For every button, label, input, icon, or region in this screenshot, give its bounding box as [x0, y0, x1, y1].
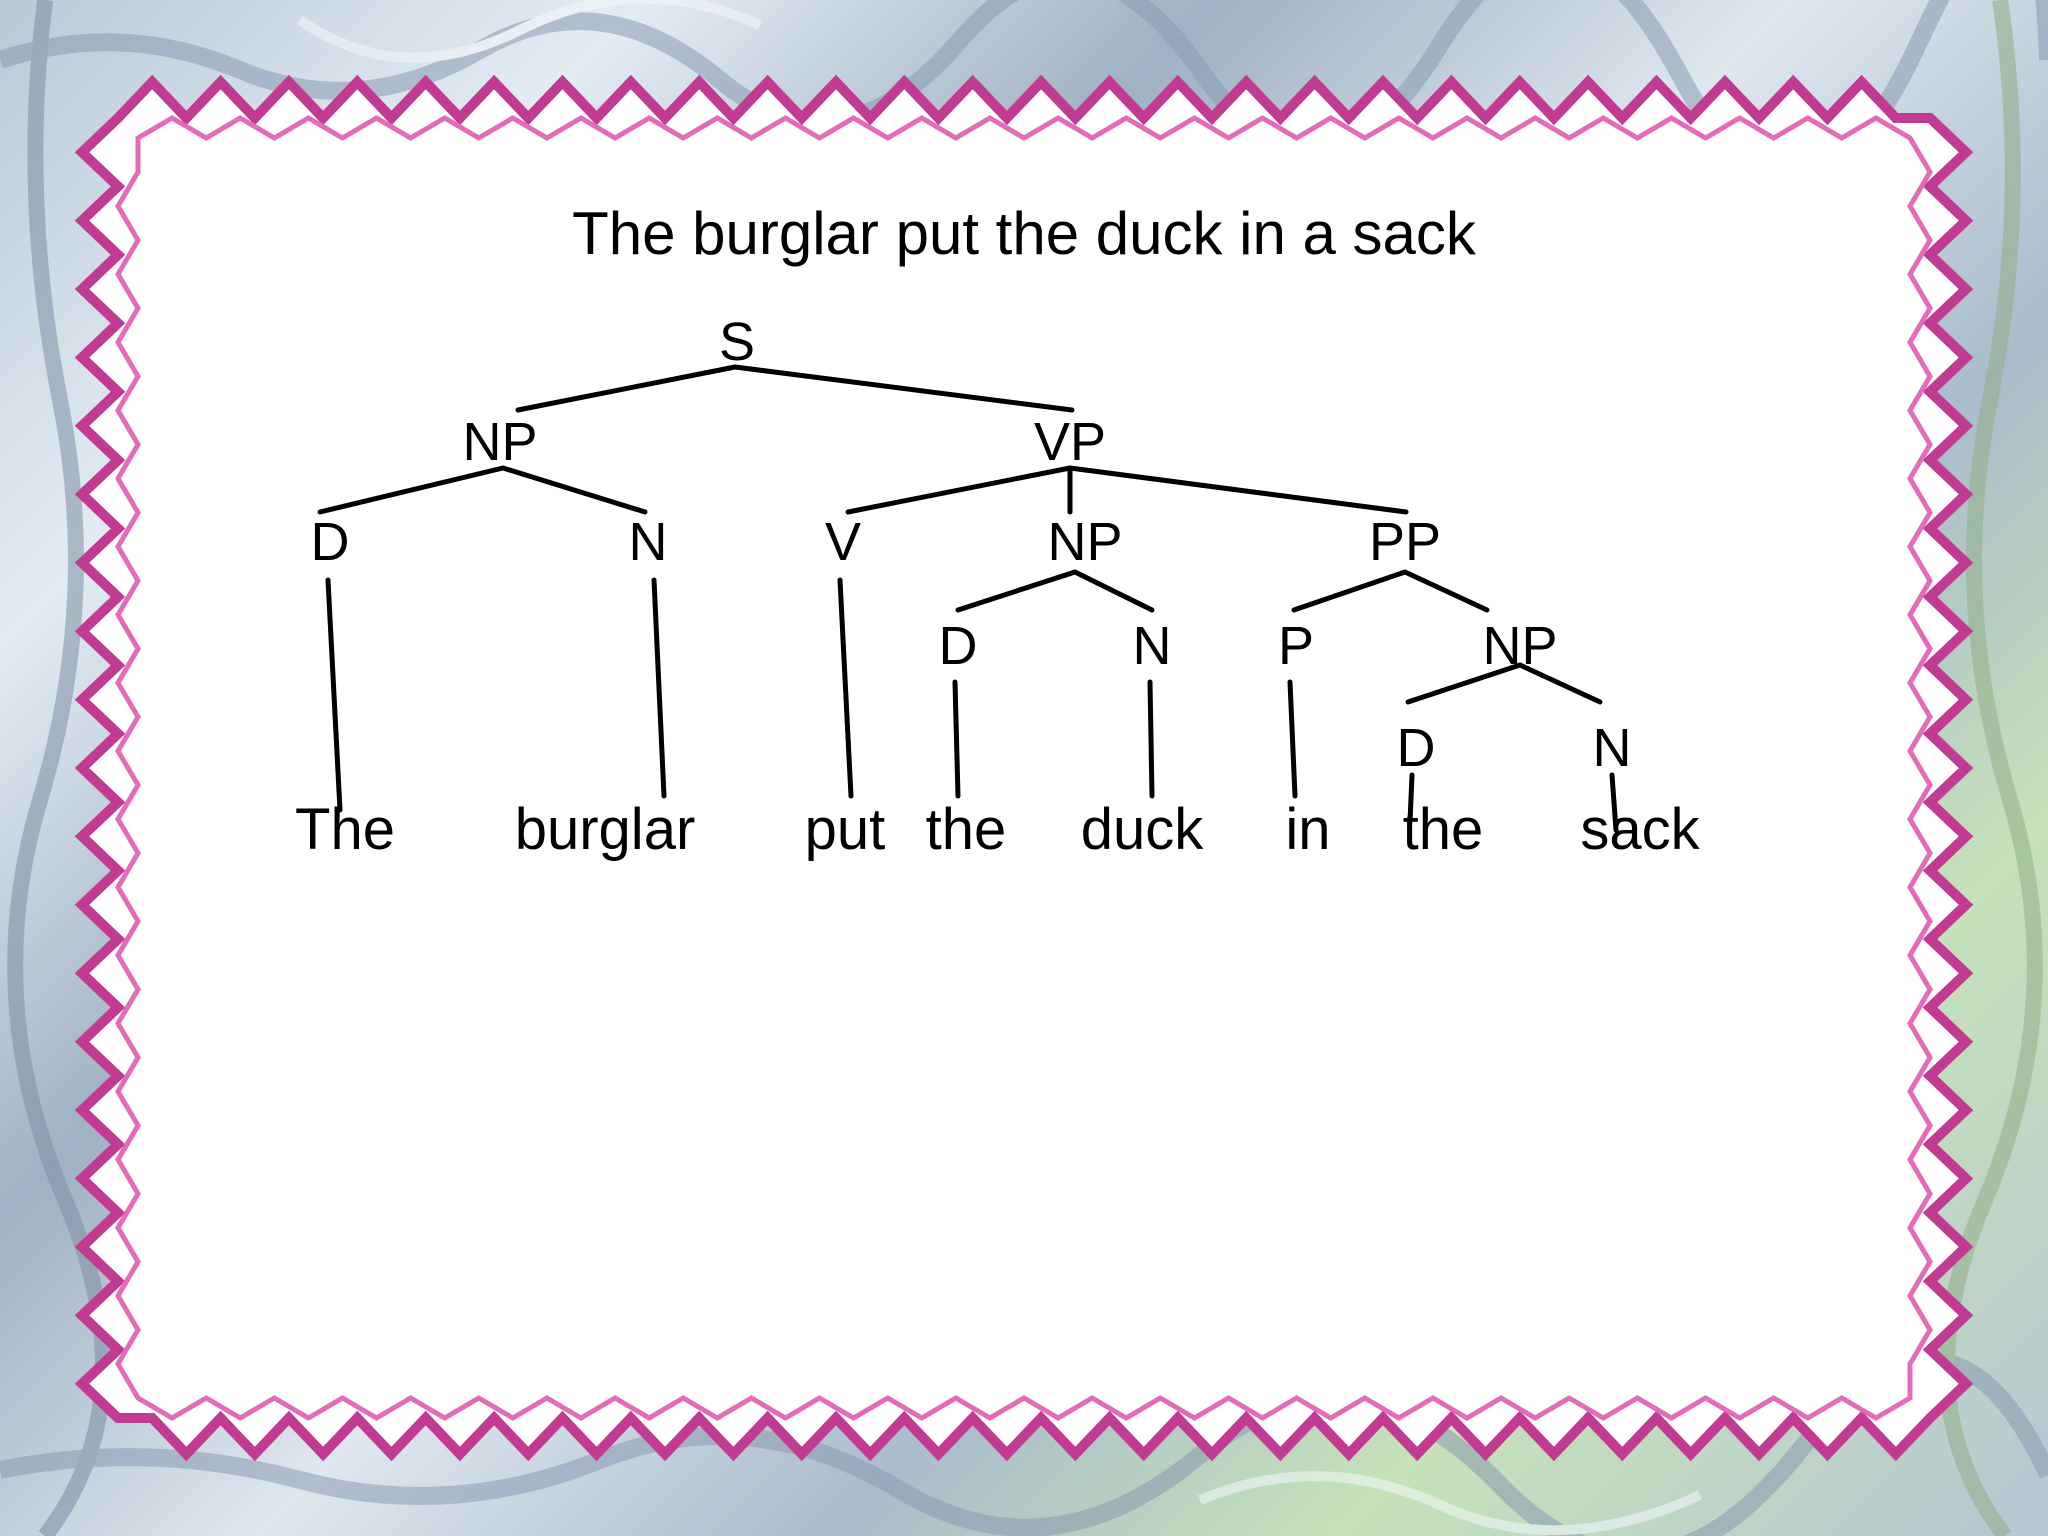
tree-node-d3: D — [1397, 718, 1436, 778]
tree-word-w6: in — [1285, 797, 1330, 862]
tree-edge-d2-w4 — [952, 679, 961, 799]
tree-node-n1: N — [629, 512, 668, 572]
tree-node-pp: PP — [1369, 512, 1441, 572]
tree-edges — [317, 364, 1619, 833]
tree-edge-vp-pp — [1067, 465, 1409, 515]
tree-edge-pp-p — [1291, 569, 1408, 613]
tree-word-w2: burglar — [515, 797, 696, 862]
tree-node-s: S — [719, 312, 755, 372]
tree-word-w8: sack — [1580, 797, 1700, 862]
tree-edge-vp-v — [845, 465, 1073, 515]
tree-edge-n2-w5 — [1147, 679, 1155, 799]
tree-edge-np2-n2 — [1072, 569, 1155, 613]
tree-edge-v-w3 — [837, 577, 854, 799]
tree-word-w3: put — [805, 797, 886, 862]
tree-edge-n1-w2 — [651, 577, 667, 799]
tree-word-w5: duck — [1081, 797, 1205, 862]
tree-word-w4: the — [926, 797, 1007, 862]
tree-edge-np1-n1 — [500, 465, 648, 515]
tree-edge-np3-n3 — [1517, 662, 1603, 705]
tree-edge-np3-d3 — [1405, 662, 1523, 705]
tree-node-np1: NP — [462, 412, 537, 472]
tree-node-vp: VP — [1034, 412, 1106, 472]
tree-edge-np2-d2 — [955, 569, 1078, 613]
tree-node-d2: D — [939, 616, 978, 676]
tree-node-np3: NP — [1482, 616, 1557, 676]
tree-edge-s-vp — [732, 364, 1075, 413]
tree-edge-n3-w8 — [1609, 772, 1619, 833]
frame-inner-border — [115, 115, 1933, 1421]
slide-title: The burglar put the duck in a sack — [572, 200, 1476, 267]
tree-edge-pp-np3 — [1402, 569, 1490, 613]
tree-node-n3: N — [1593, 718, 1632, 778]
tree-edge-s-np1 — [515, 364, 738, 413]
tree-node-np2: NP — [1047, 512, 1122, 572]
tree-node-v: V — [825, 512, 861, 572]
tree-word-w7: the — [1403, 797, 1484, 862]
tree-edge-d1-w1 — [325, 577, 343, 813]
tree-node-d1: D — [311, 512, 350, 572]
tree-edge-np1-d1 — [317, 465, 506, 515]
tree-edge-d3-w7 — [1407, 772, 1415, 825]
tree-node-n2: N — [1133, 616, 1172, 676]
tree-word-w1: The — [295, 797, 395, 862]
tree-edge-p-w6 — [1287, 679, 1298, 799]
tree-node-p: P — [1278, 616, 1314, 676]
